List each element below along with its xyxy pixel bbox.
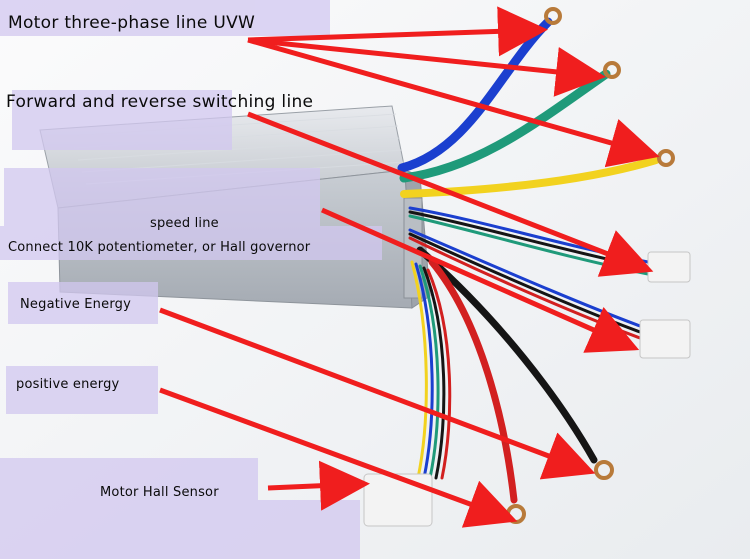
red-arrow-icon [159, 6, 660, 528]
label-positive-energy: positive energy [16, 377, 120, 392]
connector-plug-icon [363, 251, 691, 527]
label-panels [0, 0, 382, 559]
label-motor-hall-sensor: Motor Hall Sensor [100, 485, 219, 500]
label-motor-phase-line: Motor three-phase line UVW [8, 13, 256, 33]
label-forward-reverse-line: Forward and reverse switching line [6, 92, 314, 112]
label-negative-energy: Negative Energy [20, 297, 131, 312]
label-speed-line: speed line [150, 216, 219, 231]
label-speed-detail: Connect 10K potentiometer, or Hall gover… [8, 240, 311, 255]
